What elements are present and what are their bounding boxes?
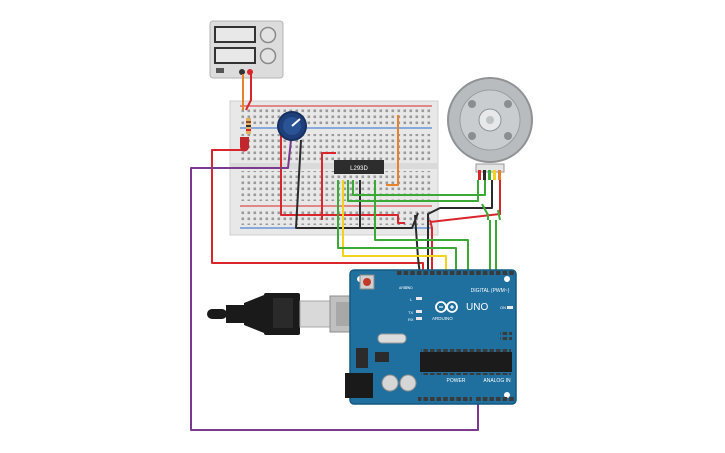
rx-label: RX: [408, 317, 414, 322]
voltage-knob-icon[interactable]: [259, 26, 277, 44]
digital-header-label: DIGITAL (PWM~): [471, 288, 510, 294]
aref-label: AREF: [399, 286, 408, 290]
reset-button[interactable]: [363, 278, 371, 286]
wire-red-3[interactable]: [321, 152, 336, 220]
wire-red-2[interactable]: [280, 135, 405, 224]
led-icon[interactable]: [240, 137, 249, 152]
ic-label: L293D: [350, 166, 368, 172]
current-knob-icon[interactable]: [259, 47, 277, 65]
wire-green-2[interactable]: [352, 180, 486, 196]
wire-green-8[interactable]: [497, 209, 501, 221]
wire-red-supply[interactable]: [245, 74, 252, 111]
wire-green-7[interactable]: [481, 203, 489, 220]
power-label: POWER: [447, 378, 466, 384]
power-supply[interactable]: [209, 20, 284, 79]
arduino-brand-label: ARDUINO: [432, 316, 453, 321]
potentiometer-icon[interactable]: [277, 111, 307, 141]
dc-jack-icon[interactable]: [345, 373, 373, 398]
power-header[interactable]: [418, 396, 472, 403]
positive-terminal-icon[interactable]: [247, 69, 253, 75]
analog-header[interactable]: [476, 396, 514, 403]
l293d-ic[interactable]: L293D: [334, 160, 384, 174]
wire-purple[interactable]: [190, 139, 479, 431]
gnd-label: GND: [405, 286, 413, 290]
wire-orange-top[interactable]: [386, 115, 399, 186]
uno-label: UNO: [466, 302, 488, 313]
tx-label: TX: [408, 310, 413, 315]
stepper-motor-icon[interactable]: [447, 77, 533, 180]
analog-label: ANALOG IN: [483, 378, 511, 384]
digital-header[interactable]: [396, 270, 514, 277]
on-label: ON: [500, 305, 506, 310]
wire-yellow[interactable]: [342, 180, 447, 275]
arduino-logo-icon: [435, 301, 458, 313]
arduino-uno[interactable]: DIGITAL (PWM~) AREF GND L TX RX UNO ARDU…: [345, 269, 517, 405]
resistor[interactable]: [246, 118, 251, 134]
wire-green-1[interactable]: [337, 180, 457, 275]
atmega-chip: [420, 352, 512, 372]
wire-red-motor[interactable]: [429, 180, 501, 223]
wire-black-3[interactable]: [427, 180, 493, 270]
wire-green-4[interactable]: [374, 180, 469, 275]
wire-green-3[interactable]: [347, 180, 479, 202]
wire-red-1[interactable]: [211, 149, 424, 275]
l-led-label: L: [410, 297, 413, 302]
negative-terminal-icon[interactable]: [239, 69, 245, 75]
